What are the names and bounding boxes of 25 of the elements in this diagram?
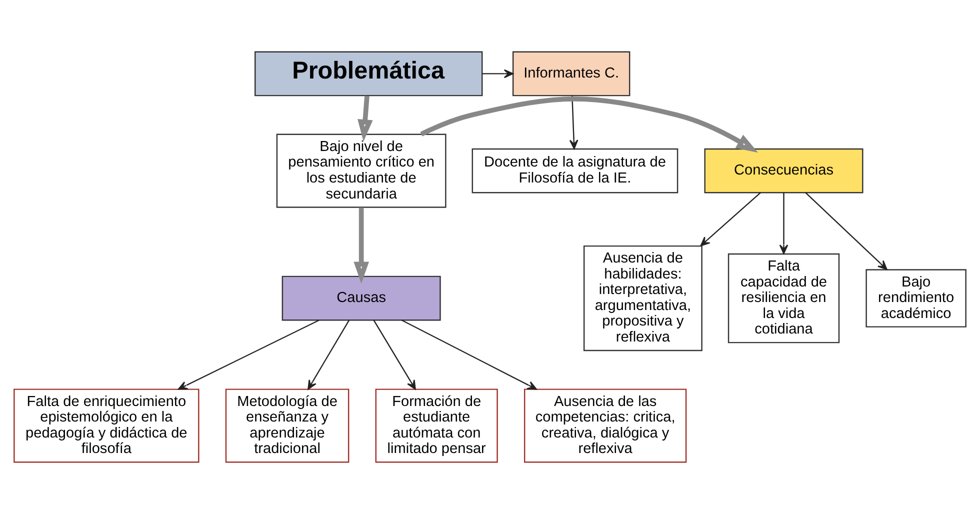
arrow <box>353 208 368 284</box>
node-box: Falta capacidad de resiliencia en la vida cotidiana <box>727 253 840 344</box>
arrow <box>400 320 536 390</box>
arrow <box>420 96 758 153</box>
arrow <box>357 96 372 142</box>
arrow <box>177 320 319 390</box>
arrow <box>372 320 416 390</box>
node-box: Bajo nivel de pensamiento crítico en los estudiante de secundaria <box>276 134 446 208</box>
node-box: Bajo rendimiento académico <box>865 269 966 328</box>
node-box: Docente de la asignatura de Filosofía de la IE. <box>471 148 678 194</box>
node-box: Falta de enriquecimiento epistemológico en la pedagogía y didáctica de filosofía <box>13 388 199 463</box>
arrow <box>778 192 788 254</box>
node-box: Metodología de enseñanza y aprendizaje tradicional <box>224 388 349 463</box>
node-box: Informantes C. <box>512 51 630 96</box>
node-box: Problemática <box>254 51 482 96</box>
node-box: Ausencia de habilidades: interpretativa, argumentativa, propositiva y reflexiva <box>582 245 702 352</box>
node-box: Ausencia de las competencias: critica, creativa, dialógica y reflexiva <box>523 388 686 463</box>
node-box: Formación de estudiante autómata con limitado pensar <box>374 388 498 463</box>
node-box: Causas <box>281 276 440 321</box>
arrow <box>307 320 350 390</box>
arrow <box>482 69 513 78</box>
node-box: Consecuencias <box>704 148 863 194</box>
arrow <box>804 192 887 270</box>
arrow <box>700 192 760 246</box>
arrow <box>568 96 578 150</box>
